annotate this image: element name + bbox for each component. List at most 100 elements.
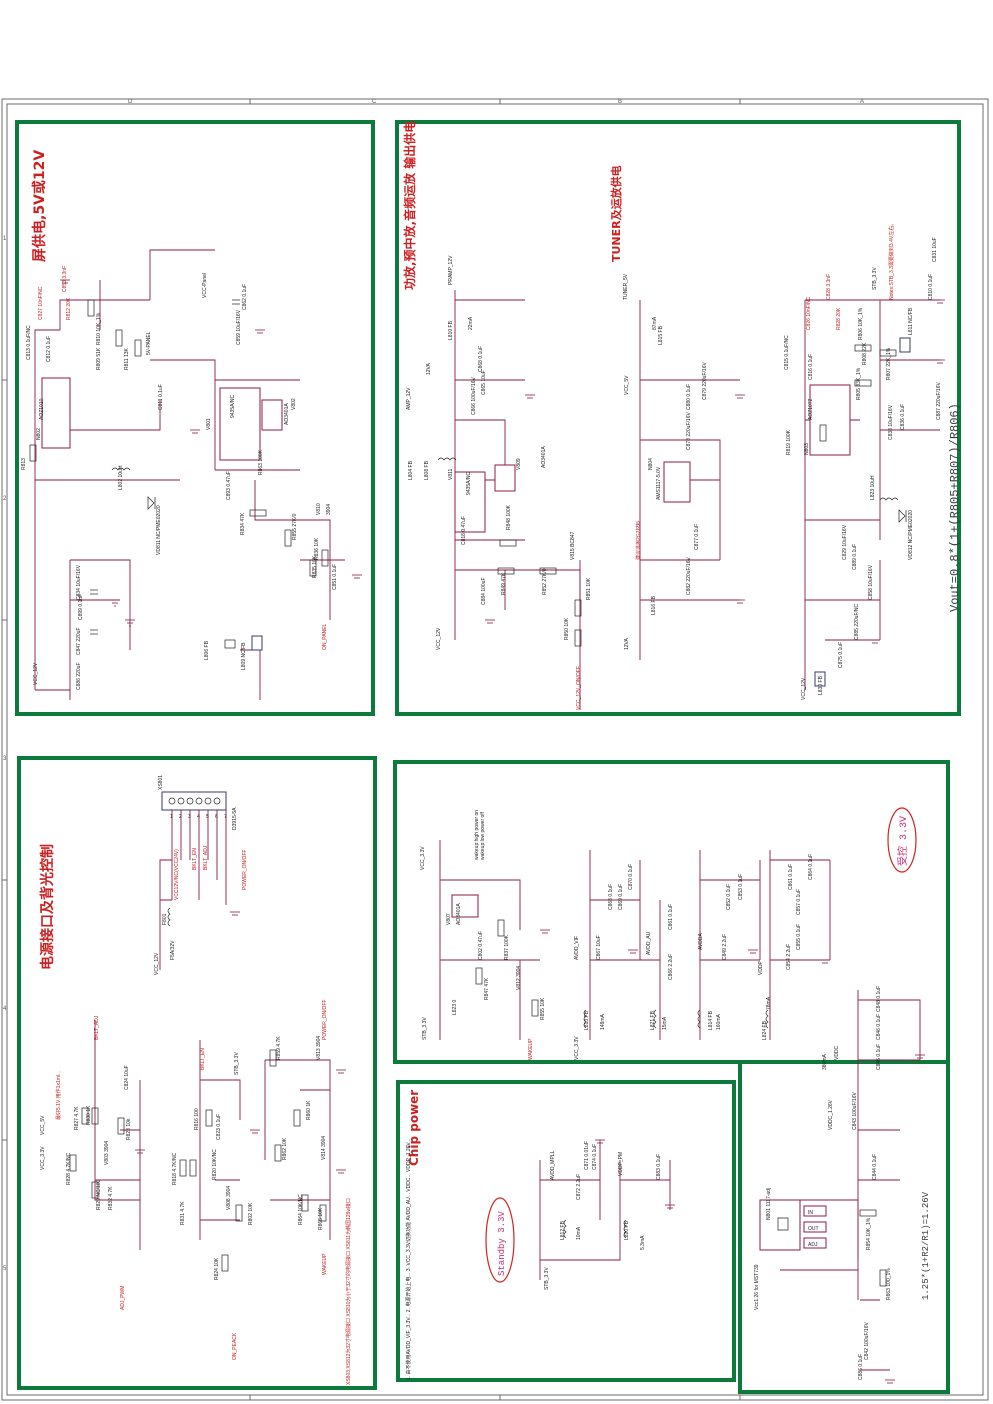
net-label: TUNER_5V bbox=[623, 273, 629, 300]
part-label: V813 3904 bbox=[316, 1036, 322, 1060]
part-label: R820 10K/NC bbox=[212, 1149, 218, 1180]
current-label: 22mA bbox=[468, 316, 474, 330]
part-label: VD812 NC/PME02020 bbox=[908, 510, 914, 560]
part-label: R860 1K bbox=[306, 1100, 312, 1120]
vout-formula: Vout=0.8*(1+(R805+R807)/R806) bbox=[948, 403, 962, 612]
part-label: R854 10K_1% bbox=[866, 1217, 872, 1250]
connector-note-small: 最好5.1V 用作1x1ml... bbox=[55, 1071, 62, 1120]
part-label: L830 FB bbox=[818, 675, 824, 695]
cap-label: C866 2.2uF bbox=[668, 954, 674, 980]
part-label: F801 bbox=[162, 913, 168, 925]
ldo-n804 bbox=[663, 461, 691, 503]
part-label: R859 4.7K bbox=[276, 1036, 282, 1060]
cap-label: C845 0.1uF bbox=[876, 1044, 882, 1070]
rail-label: VDDC_1.26V bbox=[828, 1099, 834, 1130]
part-label: C883 0.1uF bbox=[656, 1154, 662, 1180]
part-label: AO3401A bbox=[456, 903, 462, 925]
part-label: C886 0.1uF bbox=[858, 1354, 864, 1380]
regulator-label: N801 1117-adj bbox=[766, 1188, 772, 1220]
tuner-power-title: TUNER及运放供电 bbox=[609, 165, 623, 262]
part-label: R828 4.7K/NC bbox=[66, 1152, 72, 1185]
cap-label: C870 0.1uF bbox=[628, 864, 634, 890]
part-label: L810 FB bbox=[448, 320, 454, 340]
part-label: C842 100uF/16V bbox=[864, 1322, 870, 1360]
net-label: AVDD_MPLL bbox=[550, 1150, 556, 1180]
part-label: R816 100 bbox=[194, 1108, 200, 1130]
part-label: C874 0.1uF bbox=[592, 1144, 598, 1170]
part-label: N802 bbox=[36, 428, 42, 440]
part-label: AOZ1010 bbox=[39, 398, 45, 420]
current-label: 78mA bbox=[766, 996, 772, 1010]
mosfet-v802 bbox=[261, 399, 283, 431]
part-label: C884 100uF bbox=[481, 577, 487, 605]
net-label: VCC_12V bbox=[154, 952, 160, 975]
part-label: VD811 NC/PME02020 bbox=[156, 505, 162, 555]
part-label: R832 4.7K bbox=[108, 1186, 114, 1210]
rail-label: VCC_3.3V bbox=[574, 1036, 580, 1060]
rail-label: VDDP bbox=[758, 960, 764, 975]
grid-number: 5 bbox=[3, 1266, 7, 1272]
part-label: C818 0.47uF bbox=[461, 516, 467, 545]
part-label: L804 FB bbox=[408, 460, 414, 480]
part-label: V801 bbox=[206, 418, 212, 430]
inductor-label: L813 FB bbox=[584, 1010, 590, 1030]
wakeup-note: wakeup:high power on bbox=[474, 810, 480, 860]
part-label: L806 FB bbox=[204, 640, 210, 660]
part-label: L808 FB bbox=[424, 460, 430, 480]
ldo-pin-adj bbox=[803, 1237, 827, 1249]
part-label: R865 10K bbox=[318, 1207, 324, 1230]
part-label: C889 0.1uF bbox=[852, 544, 858, 570]
part-label: R850 10K bbox=[564, 617, 570, 640]
cap-label: C852 0.1uF bbox=[726, 884, 732, 910]
part-label: R834 47K bbox=[240, 512, 246, 535]
cap-label: C864 0.1uF bbox=[808, 854, 814, 880]
cap-label: C854 2.2uF bbox=[786, 944, 792, 970]
part-label: L809 NC/FB bbox=[241, 642, 247, 670]
current-label: 160mA bbox=[716, 1013, 722, 1030]
part-label: C836 0.1uF bbox=[900, 404, 906, 430]
connector-part: D3915-5A bbox=[232, 807, 238, 830]
part-label: V814 3904 bbox=[321, 1136, 327, 1160]
part-label: L811 NC/FB bbox=[908, 307, 914, 335]
net-label: WAKEUP bbox=[322, 1253, 328, 1275]
part-label: F5A/32V bbox=[170, 940, 176, 960]
stb-note: Notes:STB_3.3需要做到3.4V左右。 bbox=[888, 221, 895, 300]
part-label: AOZ1072 bbox=[808, 398, 814, 420]
part-label: R802 10K bbox=[248, 1202, 254, 1225]
inductor-label: L821 FB bbox=[650, 1010, 656, 1030]
net-label: VDDP_PM bbox=[618, 1152, 624, 1176]
grid-letter: A bbox=[860, 99, 864, 105]
net-label: ON_PANEL bbox=[322, 623, 328, 650]
part-label: R852 27K/0 bbox=[542, 568, 548, 595]
net-label: AMP_12V bbox=[406, 387, 412, 410]
part-label: C813 0.1uF/NC bbox=[26, 325, 32, 360]
part-label: C875 0.1uF bbox=[838, 642, 844, 668]
part-label: C810 0.1uF bbox=[928, 274, 934, 300]
part-label: R828 20K bbox=[836, 307, 842, 330]
cap-label: C867 10uF bbox=[596, 935, 602, 960]
cap-label: C846 0.1uF bbox=[876, 1014, 882, 1040]
part-label: C827 10nF/NC bbox=[38, 286, 44, 320]
part-label: L816 FB bbox=[651, 595, 657, 615]
cap-label: C855 0.1uF bbox=[796, 924, 802, 950]
net-label: ADJ_PWM bbox=[120, 1286, 126, 1310]
part-label: L820 FB bbox=[624, 1220, 630, 1240]
net-label: 12VA bbox=[624, 637, 630, 650]
part-label: R813 bbox=[21, 458, 27, 470]
connector-pin: 3 bbox=[188, 814, 191, 820]
regulator-ic-n802 bbox=[41, 377, 71, 449]
part-label: C865 10uF bbox=[481, 370, 487, 395]
part-label: C811 0.1uF bbox=[158, 384, 164, 410]
part-label: C823 0.1uF bbox=[216, 1114, 222, 1140]
cap-label: C861 0.1uF bbox=[788, 864, 794, 890]
net-label: STB_3.3V bbox=[422, 1017, 428, 1040]
part-label: C879 220uF/16V bbox=[702, 362, 708, 400]
part-label: C831 10uF bbox=[932, 237, 938, 262]
part-label: C853 3.3nF bbox=[62, 266, 68, 292]
part-label: AO3401A bbox=[541, 446, 547, 468]
part-label: C829 10uF/16V bbox=[842, 524, 848, 560]
regulator-pin: ADJ bbox=[808, 1242, 818, 1248]
part-label: N804 bbox=[648, 458, 654, 470]
part-label: C880 0.1uF bbox=[686, 384, 692, 410]
net-label: VCC_12V_ON/OFF bbox=[576, 666, 582, 710]
